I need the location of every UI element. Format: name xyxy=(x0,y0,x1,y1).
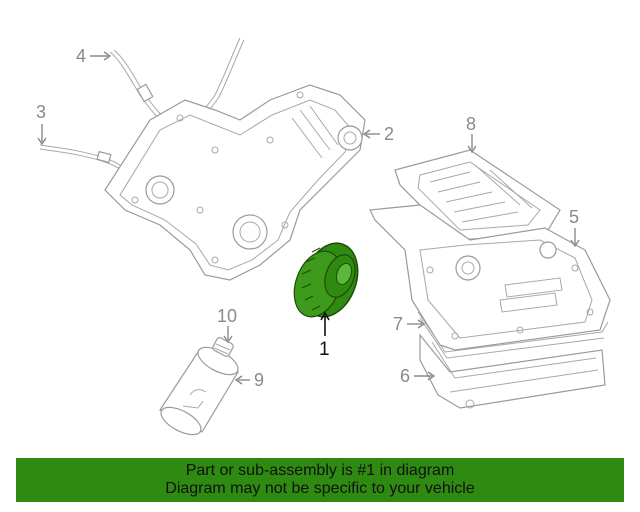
callout-5: 5 xyxy=(569,207,579,227)
lower-oil-pan-6[interactable] xyxy=(419,333,606,409)
oil-pan-gasket-7[interactable] xyxy=(417,311,609,359)
callout-3: 3 xyxy=(36,102,46,122)
callout-1: 1 xyxy=(319,339,330,360)
diagram-notice-banner: Part or sub-assembly is #1 in diagram Di… xyxy=(16,458,624,502)
banner-line-2: Diagram may not be specific to your vehi… xyxy=(165,480,475,497)
callout-4: 4 xyxy=(76,46,86,66)
callout-leaders xyxy=(37,51,580,385)
callout-9: 9 xyxy=(254,370,264,390)
callout-8: 8 xyxy=(466,114,476,134)
callout-6: 6 xyxy=(400,366,410,386)
banner-line-1: Part or sub-assembly is #1 in diagram xyxy=(185,462,455,479)
callout-10: 10 xyxy=(217,306,237,326)
oil-filter-9[interactable] xyxy=(157,342,242,440)
callout-2: 2 xyxy=(384,124,394,144)
parts-diagram: 1 2 3 4 5 6 7 8 9 10 xyxy=(36,37,611,440)
callout-7: 7 xyxy=(393,314,403,334)
crankshaft-pulley-1[interactable] xyxy=(286,235,368,324)
upper-oil-pan-5[interactable] xyxy=(369,204,611,351)
timing-cover-2[interactable] xyxy=(104,84,366,281)
